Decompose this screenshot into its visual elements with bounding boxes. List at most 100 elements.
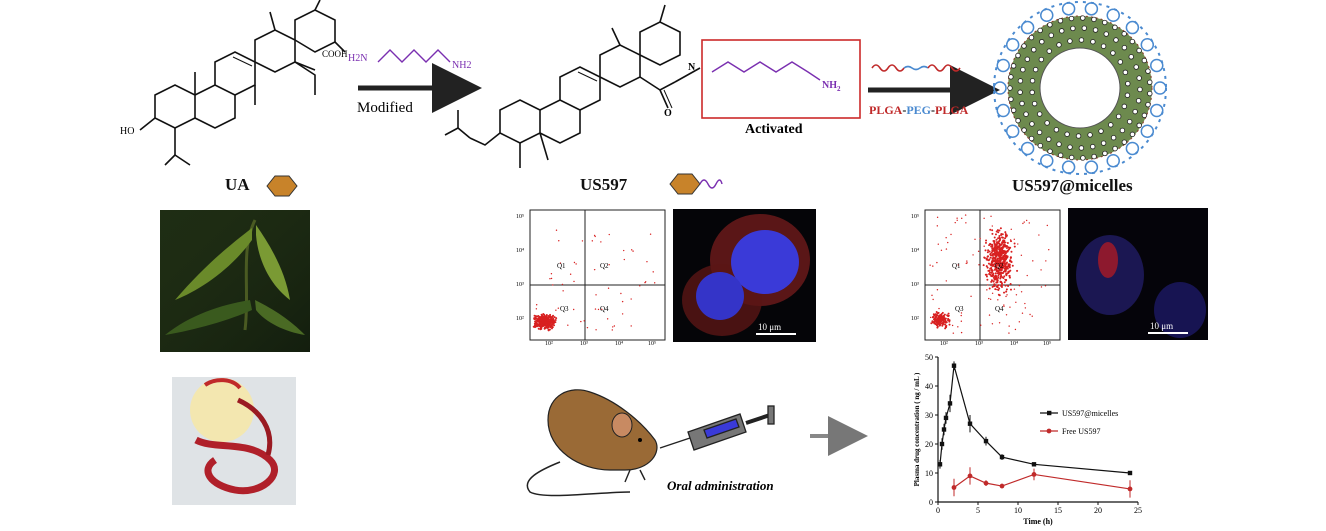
x-tick-label: 25 bbox=[1134, 506, 1142, 515]
q3-label-2: Q3 bbox=[955, 305, 964, 313]
data-point bbox=[983, 438, 989, 444]
series-line bbox=[953, 473, 1131, 490]
data-point bbox=[967, 421, 973, 426]
y-tick-label: 0 bbox=[929, 498, 933, 507]
flow2-x-tick-2: 10⁴ bbox=[1010, 341, 1019, 347]
plga-wave-left bbox=[871, 64, 905, 72]
amide-n-label: N bbox=[688, 62, 696, 73]
flow2-y-tick-0: 10⁵ bbox=[911, 214, 920, 220]
apple-peel-photo bbox=[172, 377, 296, 505]
flow1-y-tick-3: 10² bbox=[516, 316, 524, 322]
flow1-x-tick-1: 10³ bbox=[580, 341, 588, 347]
data-point bbox=[951, 363, 957, 368]
legend-marker bbox=[1047, 410, 1052, 416]
y-axis-label: Plasma drug concentration ( ng / mL ) bbox=[913, 372, 921, 486]
us597-tail bbox=[699, 179, 723, 189]
data-point bbox=[983, 480, 989, 486]
confocal-us597 bbox=[673, 209, 816, 342]
flow2-x-tick-0: 10² bbox=[940, 341, 948, 347]
confocal-micelles bbox=[1068, 208, 1208, 340]
data-point bbox=[999, 454, 1005, 460]
x-tick-label: 20 bbox=[1094, 506, 1102, 515]
us597-hexagon-icon bbox=[669, 173, 701, 195]
q4-label-2: Q4 bbox=[995, 305, 1004, 313]
loquat-leaf-photo bbox=[160, 210, 310, 352]
flow-plot-micelles bbox=[924, 209, 1061, 341]
x-axis-label: Time (h) bbox=[1023, 517, 1053, 526]
x-tick-label: 0 bbox=[936, 506, 940, 515]
legend-label: US597@micelles bbox=[1062, 409, 1118, 418]
data-point bbox=[937, 462, 943, 467]
activated-linker bbox=[711, 61, 821, 81]
q1-label: Q1 bbox=[557, 262, 566, 270]
data-point bbox=[939, 441, 945, 447]
x-tick-label: 5 bbox=[976, 506, 980, 515]
plga-wave-right bbox=[927, 64, 961, 72]
data-point bbox=[1031, 462, 1037, 467]
q3-label: Q3 bbox=[560, 305, 569, 313]
data-point bbox=[941, 427, 947, 432]
ua-cooh-bond bbox=[294, 61, 316, 71]
legend-label: Free US597 bbox=[1062, 427, 1100, 436]
syringe-icon bbox=[659, 405, 775, 451]
scale-bar-label-1: 10 μm bbox=[758, 322, 782, 332]
x-tick-label: 10 bbox=[1014, 506, 1022, 515]
series-line bbox=[939, 365, 1131, 474]
ua-structure bbox=[139, 0, 346, 166]
data-point bbox=[951, 485, 957, 490]
ua-ho-label: HO bbox=[120, 126, 135, 137]
ua-hexagon-icon bbox=[266, 175, 298, 197]
polymer-label: PLGA-PEG-PLGA bbox=[869, 103, 969, 117]
activated-amine-label: NH2 bbox=[822, 80, 841, 93]
us597-title: US597 bbox=[580, 175, 628, 194]
flow1-x-tick-2: 10⁴ bbox=[615, 341, 624, 347]
flow-plot-us597 bbox=[529, 209, 666, 341]
us597-structure bbox=[444, 4, 701, 168]
y-tick-label: 40 bbox=[925, 382, 933, 391]
q2-label-2: Q2 bbox=[995, 262, 1004, 270]
activated-box bbox=[701, 39, 861, 119]
flow1-y-tick-2: 10³ bbox=[516, 282, 524, 288]
carbonyl-o-label: O bbox=[664, 108, 672, 119]
flow2-y-tick-2: 10³ bbox=[911, 282, 919, 288]
data-point bbox=[967, 473, 973, 479]
modified-label: Modified bbox=[357, 100, 413, 116]
flow2-x-tick-1: 10³ bbox=[975, 341, 983, 347]
flow1-x-tick-0: 10² bbox=[545, 341, 553, 347]
ua-cooh-label: COOH bbox=[322, 49, 348, 59]
y-tick-label: 50 bbox=[925, 353, 933, 362]
diamine-linker bbox=[377, 49, 451, 63]
q4-label: Q4 bbox=[600, 305, 609, 313]
oral-label: Oral administration bbox=[667, 478, 774, 493]
h2n-label: H2N bbox=[348, 53, 368, 64]
x-tick-label: 15 bbox=[1054, 506, 1062, 515]
q1-label-2: Q1 bbox=[952, 262, 961, 270]
flow2-y-tick-3: 10² bbox=[911, 316, 919, 322]
flow1-x-tick-3: 10⁵ bbox=[648, 341, 657, 347]
data-point bbox=[943, 415, 949, 421]
micelles-title: US597@micelles bbox=[1012, 176, 1133, 195]
legend-marker bbox=[1046, 428, 1052, 434]
y-tick-label: 20 bbox=[925, 440, 933, 449]
peg-wave bbox=[903, 65, 929, 71]
scale-bar-label-2: 10 μm bbox=[1150, 321, 1174, 331]
flow1-y-tick-1: 10⁴ bbox=[516, 248, 525, 254]
y-tick-label: 30 bbox=[925, 411, 933, 420]
flow2-x-tick-3: 10⁵ bbox=[1043, 341, 1052, 347]
nh2-label: NH2 bbox=[452, 60, 472, 71]
data-point bbox=[1127, 470, 1133, 476]
mouse-illustration bbox=[526, 389, 658, 497]
q2-label: Q2 bbox=[600, 262, 609, 270]
data-point bbox=[1127, 486, 1133, 492]
activated-label: Activated bbox=[745, 122, 803, 137]
ua-title: UA bbox=[225, 175, 250, 194]
data-point bbox=[1031, 472, 1037, 477]
flow1-y-tick-0: 10⁵ bbox=[516, 214, 525, 220]
y-tick-label: 10 bbox=[925, 469, 933, 478]
data-point bbox=[999, 483, 1005, 489]
flow2-y-tick-1: 10⁴ bbox=[911, 248, 920, 254]
data-point bbox=[947, 401, 953, 406]
micelle-illustration bbox=[993, 1, 1167, 175]
